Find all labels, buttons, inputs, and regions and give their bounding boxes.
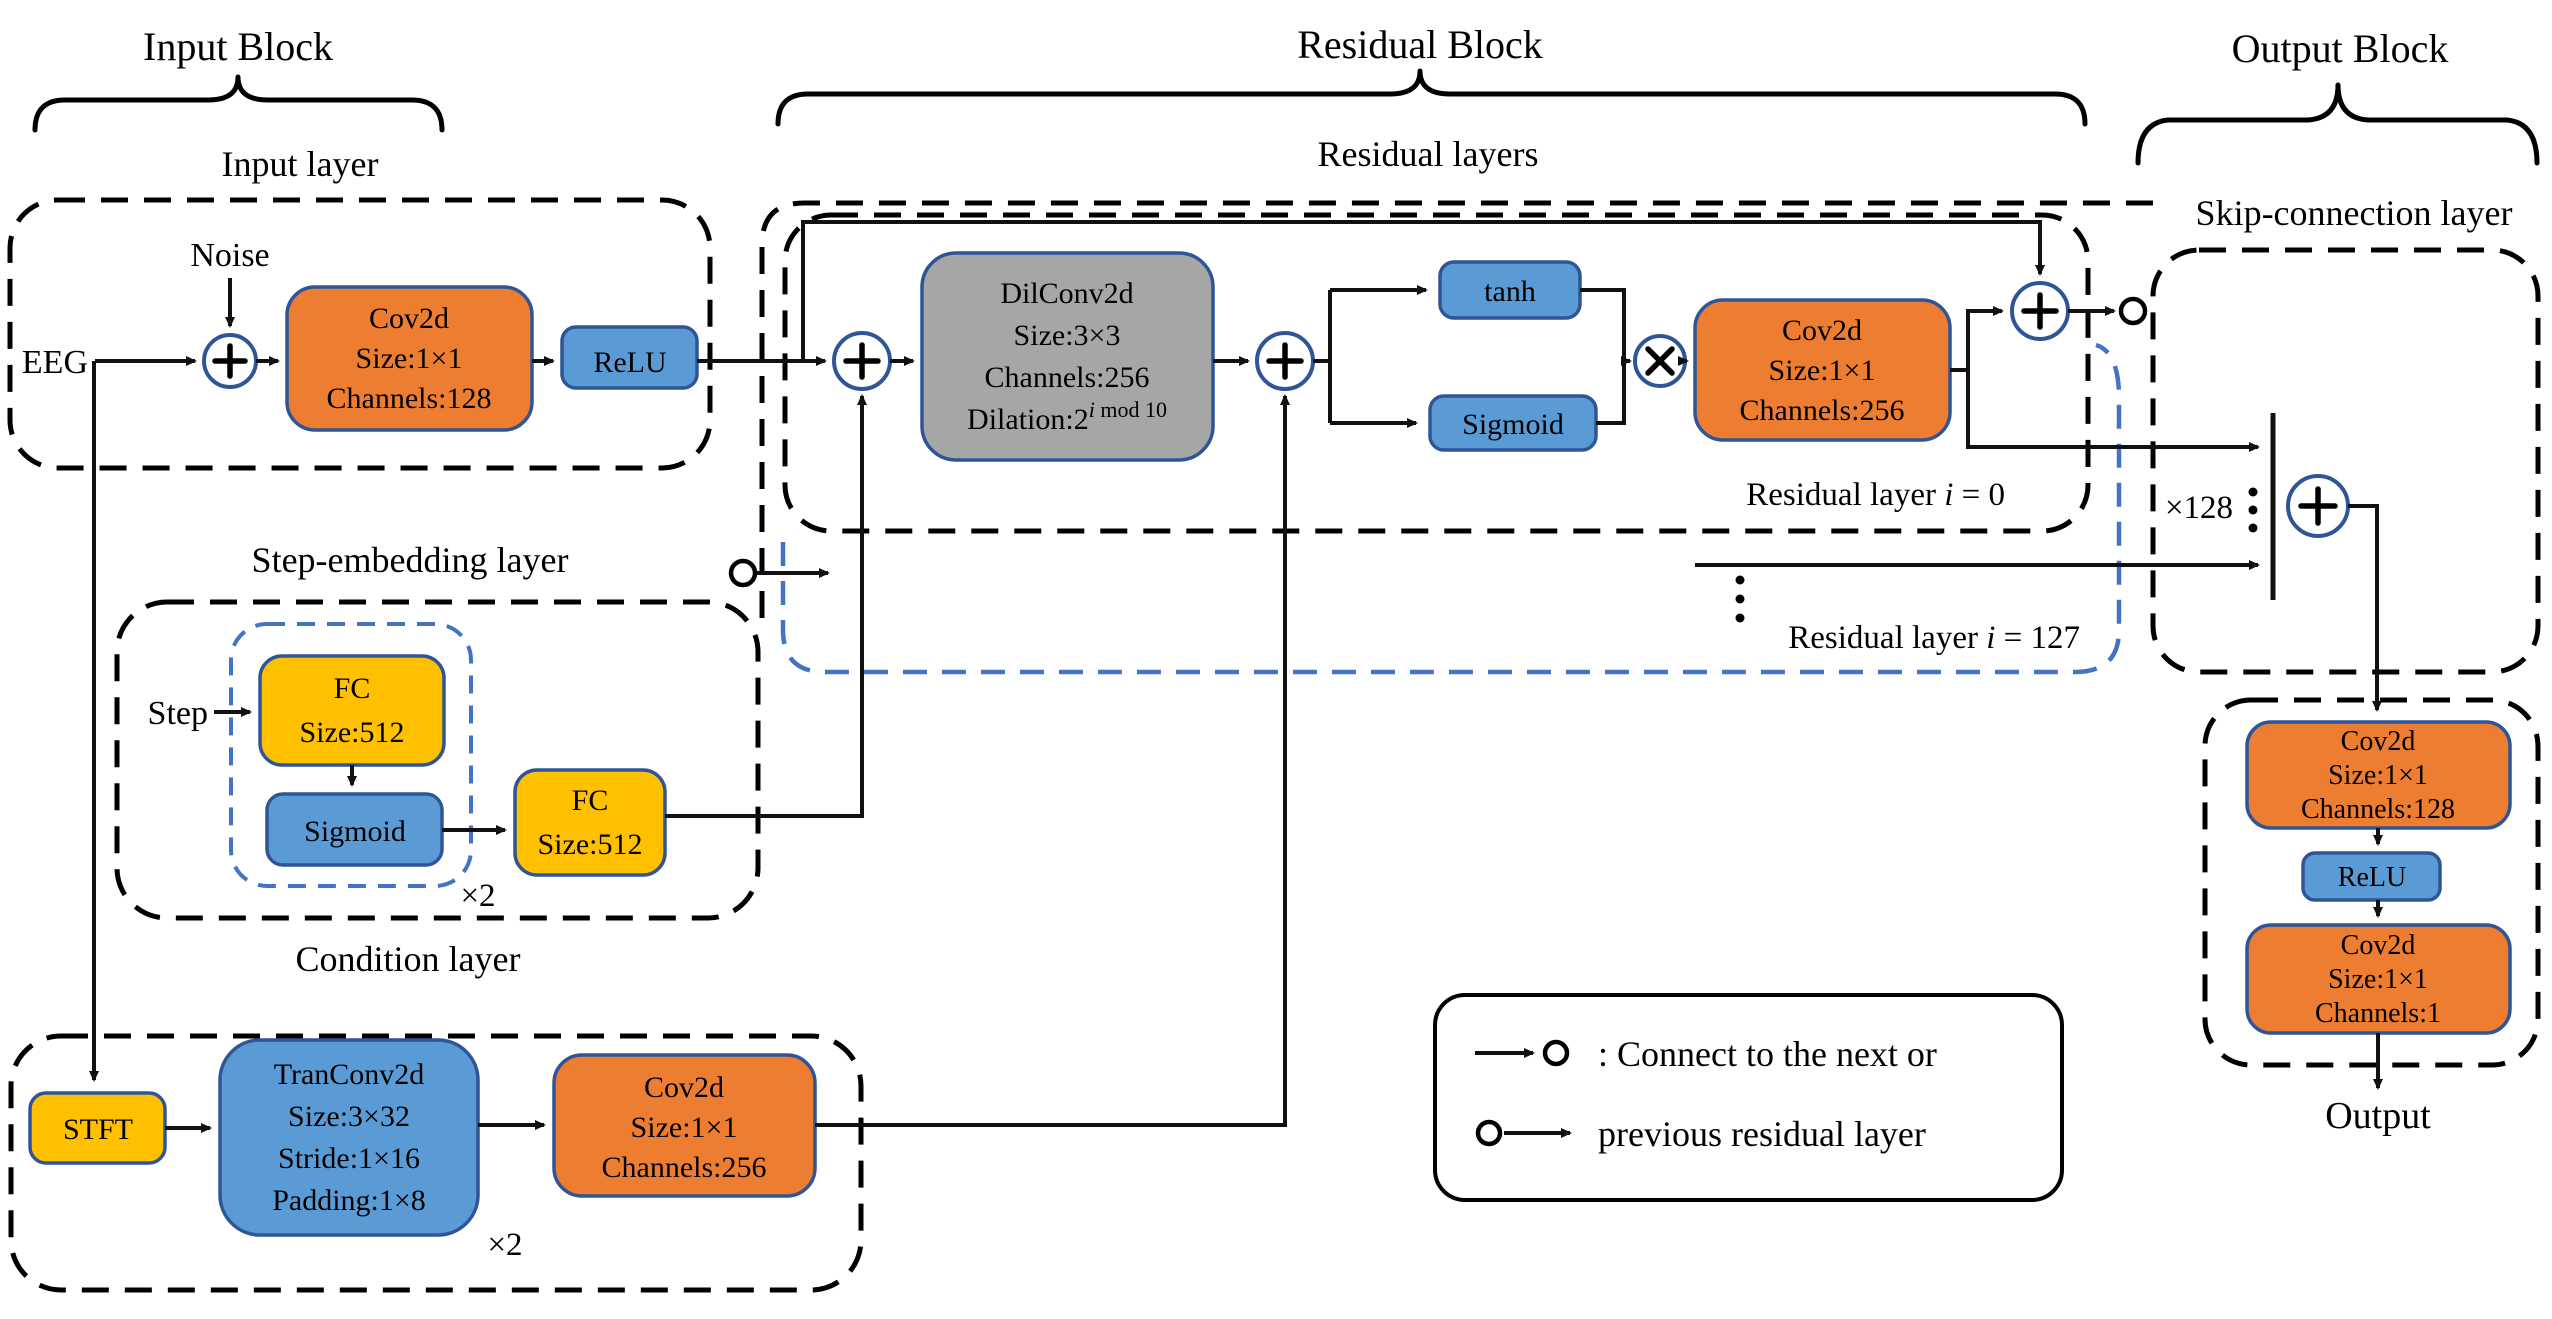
tranconv-line1: TranConv2d: [274, 1058, 425, 1091]
dilconv-line2: Size:3×3: [1014, 319, 1121, 352]
residual-layers-box: [759, 200, 2153, 618]
skip-sum-to-output-line: [2348, 504, 2382, 712]
fc1-line2: Size:512: [300, 716, 405, 749]
plus-icon: [843, 342, 881, 380]
multiply-icon: [1645, 346, 1675, 376]
vertical-ellipsis-icon: [2248, 487, 2258, 533]
step-label: Step: [148, 695, 208, 732]
legend-prev-connector-icon: [1475, 1119, 1572, 1147]
residual-layers-title: Residual layers: [1318, 134, 1539, 174]
dilconv-line3: Channels:256: [985, 361, 1150, 394]
residual-recurrence-path: [780, 342, 2122, 675]
tranconv-line4: Padding:1×8: [272, 1184, 426, 1217]
plus-icon: [1266, 342, 1304, 380]
plus-icon: [2298, 486, 2338, 526]
fc1-line1: FC: [334, 672, 371, 705]
input-block-title: Input Block: [143, 24, 333, 69]
residual-block-title: Residual Block: [1297, 22, 1543, 67]
out-relu-node: [2301, 851, 2442, 902]
out-conv1-line3: Channels:128: [2301, 794, 2455, 825]
conv-to-out-add-line: [1950, 306, 2004, 372]
prev-layer-connector-icon: [728, 558, 758, 588]
skip-layer-title: Skip-connection layer: [2196, 193, 2513, 233]
out-conv1-line2: Size:1×1: [2328, 760, 2428, 791]
out-conv1-line1: Cov2d: [2341, 726, 2416, 757]
tranconv-node: [218, 1038, 480, 1237]
gate-split-line: [1313, 290, 1332, 423]
fc2-line1: FC: [572, 784, 609, 817]
residual-layer-0-label: Residual layer i = 0: [1746, 477, 2005, 513]
residual-skip-line: [801, 220, 2045, 361]
res-conv-line3: Channels:256: [1740, 394, 1905, 427]
dilconv-node: [920, 251, 1215, 462]
cond-times2-label: ×2: [487, 1227, 522, 1263]
eeg-label: EEG: [22, 344, 88, 381]
step-sigmoid-label: Sigmoid: [304, 815, 406, 848]
res-conv-line2: Size:1×1: [1769, 354, 1876, 387]
cond-conv-line3: Channels:256: [602, 1151, 767, 1184]
input-conv-line2: Size:1×1: [356, 342, 463, 375]
res-sigmoid-label: Sigmoid: [1462, 408, 1564, 441]
plus-icon: [2021, 292, 2059, 330]
cond-conv-line2: Size:1×1: [631, 1111, 738, 1144]
residual-layer-i0-box: [782, 212, 2091, 534]
stft-label: STFT: [63, 1113, 133, 1146]
input-conv-node: [285, 285, 534, 432]
noise-label: Noise: [190, 237, 269, 274]
residual-block-brace: [775, 68, 2088, 127]
legend-line2: previous residual layer: [1598, 1114, 1926, 1154]
cond-conv-line1: Cov2d: [644, 1071, 724, 1104]
dilconv-line1: DilConv2d: [1000, 277, 1133, 310]
output-stack-box: [2202, 697, 2541, 1068]
legend-box: [1433, 993, 2064, 1202]
legend-line1: : Connect to the next or: [1598, 1034, 1937, 1074]
fc2-line2: Size:512: [538, 828, 643, 861]
dilconv-dilation-line: Dilation:2i mod 10: [967, 397, 1167, 436]
out-conv2-line1: Cov2d: [2341, 930, 2416, 961]
out-conv2-line3: Channels:1: [2315, 998, 2441, 1029]
out-relu-label: ReLU: [2338, 862, 2406, 893]
fc2-node: [513, 768, 667, 877]
legend-next-connector-icon: [1475, 1039, 1570, 1067]
residual-layer-127-label: Residual layer i = 127: [1788, 620, 2080, 656]
res-conv-line1: Cov2d: [1782, 314, 1862, 347]
vertical-ellipsis-icon: [1735, 575, 1745, 623]
input-conv-line1: Cov2d: [369, 302, 449, 335]
output-label: Output: [2325, 1095, 2431, 1137]
output-block-title: Output Block: [2232, 26, 2449, 71]
input-relu-node: [560, 325, 699, 390]
tranconv-line2: Size:3×32: [288, 1100, 410, 1133]
plus-icon: [212, 343, 248, 379]
input-conv-line3: Channels:128: [327, 382, 492, 415]
input-relu-label: ReLU: [593, 346, 667, 379]
tanh-label: tanh: [1484, 275, 1536, 308]
next-layer-connector-icon: [2118, 296, 2148, 326]
step-embedding-box: [114, 599, 761, 921]
skip-out-line-layer0: [1966, 370, 2260, 452]
step-times2-label: ×2: [460, 878, 495, 914]
times-128-label: ×128: [2165, 490, 2233, 526]
output-block-brace: [2135, 82, 2540, 166]
condition-layer-title: Condition layer: [296, 939, 521, 979]
skip-connection-box: [2150, 247, 2541, 675]
tranconv-line3: Stride:1×16: [278, 1142, 420, 1175]
condition-layer-box: [8, 1033, 864, 1293]
condition-to-residual-line: [815, 394, 1290, 1127]
input-block-brace: [32, 74, 445, 133]
out-conv2-line2: Size:1×1: [2328, 964, 2428, 995]
step-inner-repeat-box: [229, 622, 473, 888]
step-layer-title: Step-embedding layer: [252, 540, 569, 580]
fc2-to-residual-line: [665, 394, 867, 818]
input-layer-box: [7, 197, 713, 471]
input-layer-title: Input layer: [222, 144, 379, 184]
